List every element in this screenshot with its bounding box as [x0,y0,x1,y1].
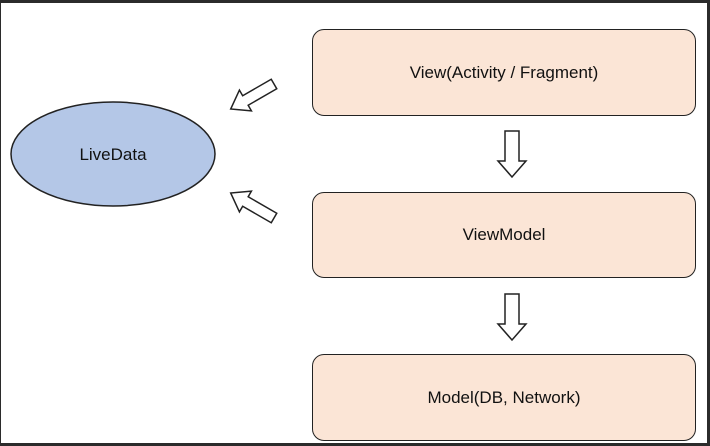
arrow-view-to-viewmodel-icon [496,130,528,179]
arrow-view-to-livedata-icon [229,78,278,112]
viewmodel-label: ViewModel [462,225,546,244]
model-label: Model(DB, Network) [427,387,581,407]
livedata-ellipse [10,101,216,207]
arrow-viewmodel-to-livedata-icon [229,190,278,224]
view-label: View(Activity / Fragment) [409,62,599,82]
arrow-viewmodel-to-model-icon [496,293,528,342]
model-box: Model(DB, Network) [312,354,696,441]
diagram-shapes [10,78,528,342]
view-box: View(Activity / Fragment) [312,29,696,116]
viewmodel-box: ViewModel [312,192,696,278]
